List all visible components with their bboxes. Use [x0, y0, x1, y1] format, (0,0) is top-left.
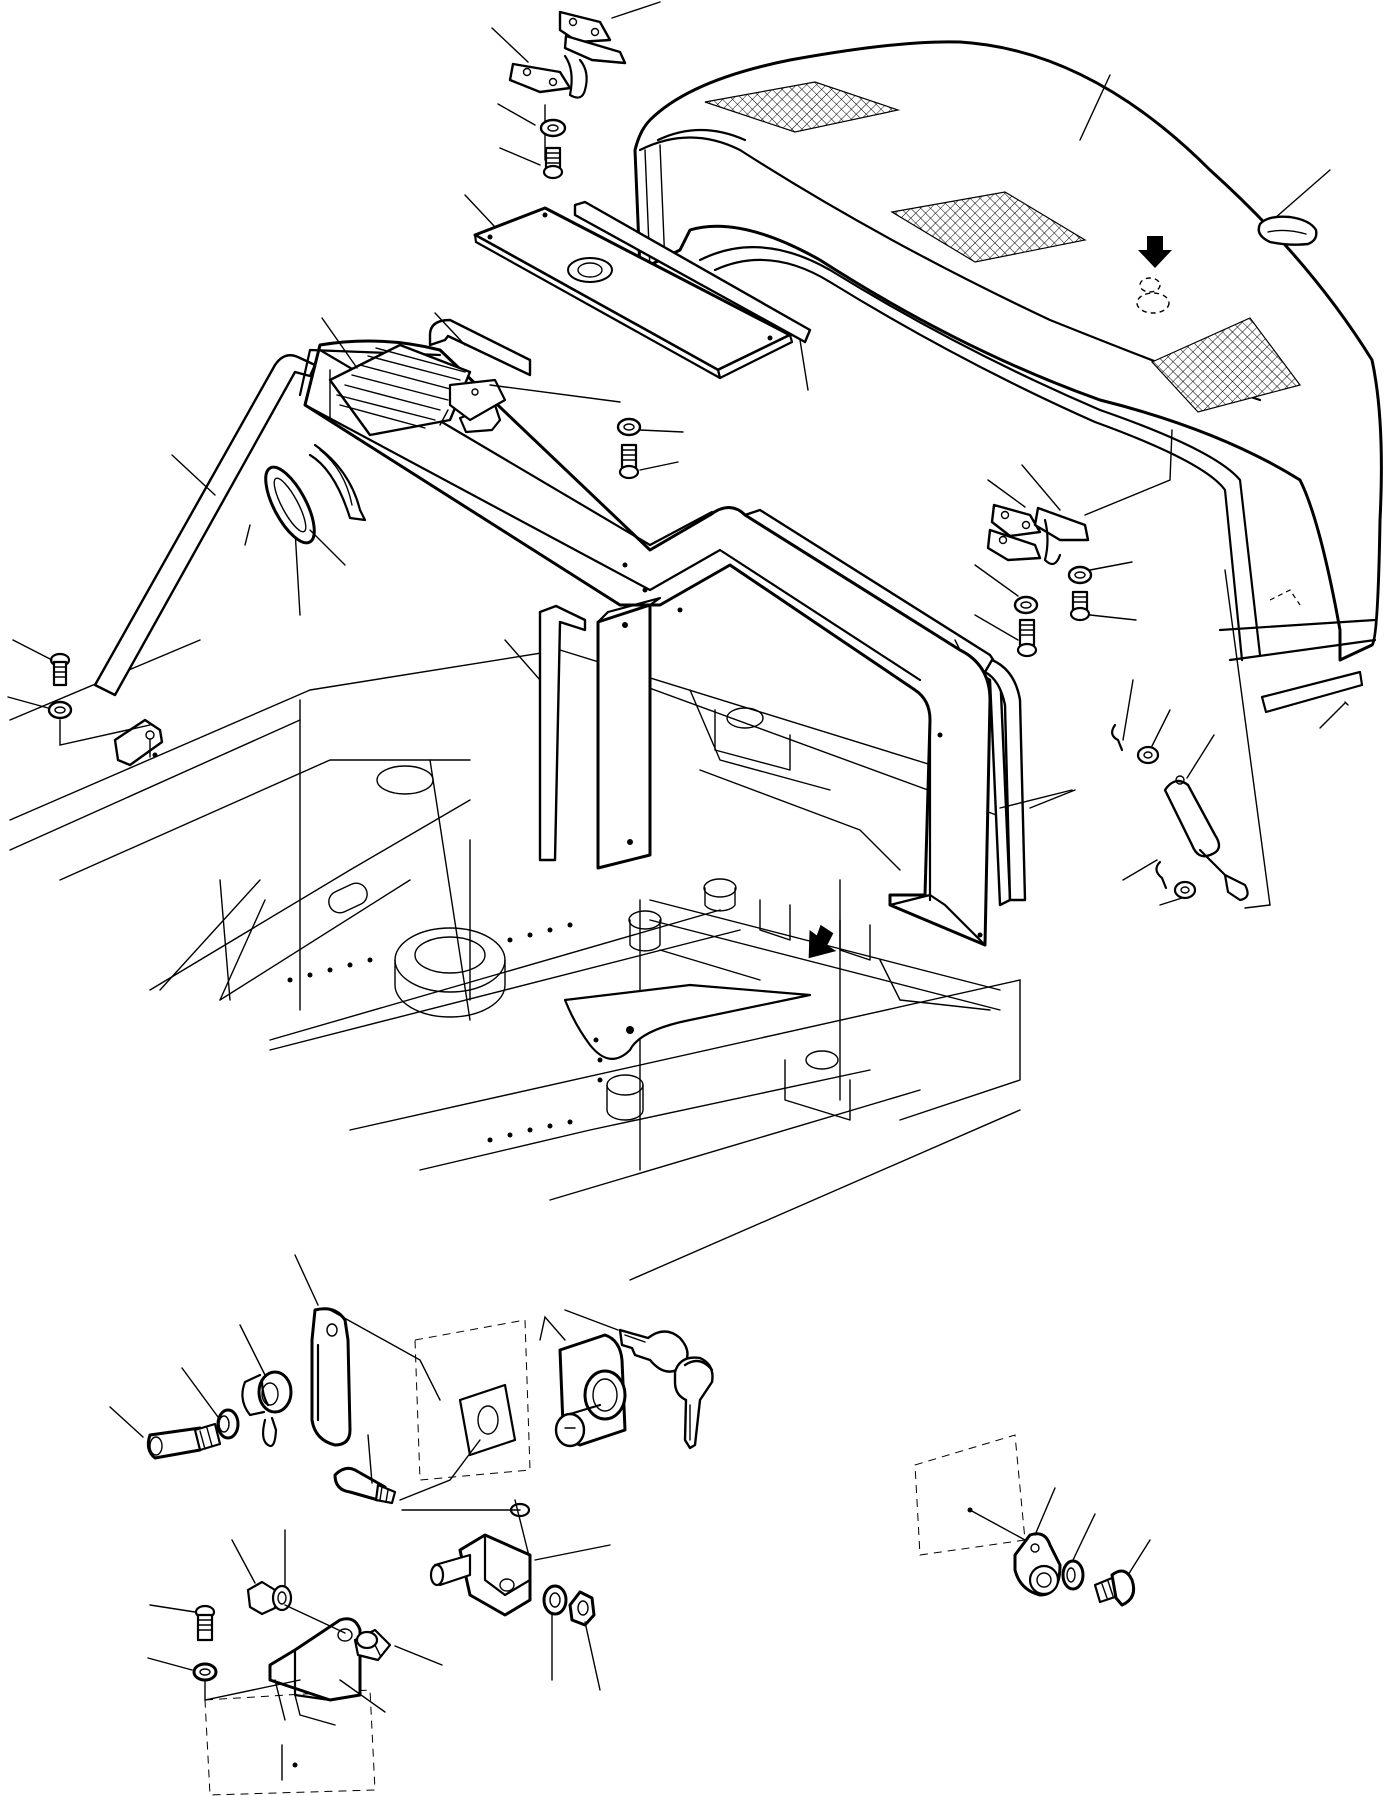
hinge-bracket-right [986, 429, 1173, 566]
keys [618, 1328, 714, 1450]
washer-right-a [1067, 565, 1093, 585]
cap-screw [146, 1422, 222, 1460]
gas-spring-strut [1111, 569, 1271, 906]
stay-bracket [204, 1617, 376, 1796]
base-sheet [204, 1689, 376, 1796]
top-cover-plate [473, 206, 794, 380]
nut-latch [568, 1590, 596, 1627]
washer-stay [192, 1662, 218, 1682]
washer-right-b [1013, 595, 1039, 615]
bolt-right-a [1069, 590, 1091, 622]
side-cover-panel [294, 339, 992, 947]
down-arrow-icon [808, 924, 837, 959]
bolt-right-b [1016, 618, 1038, 658]
washer-latch [542, 1584, 568, 1616]
mesh-vent-grille [704, 81, 901, 133]
lock-cylinder [554, 1333, 627, 1448]
mesh-vent-grille [1150, 317, 1302, 413]
latch [401, 1502, 532, 1617]
mesh-vent-grille [890, 191, 1087, 263]
hinge-bracket-top [508, 10, 627, 161]
nut-washer-stack-a [246, 1580, 293, 1616]
bracket-mid [448, 378, 621, 422]
grommet [264, 443, 367, 545]
spacer-bushing [241, 1370, 293, 1417]
carriage-bolt [333, 1466, 397, 1505]
frame-holes [287, 922, 603, 1143]
catch-detail [914, 1434, 1136, 1607]
bolt-mid [618, 443, 640, 480]
callout-leaders [7, 1, 1349, 1713]
washer-top [539, 118, 567, 138]
catch-eye [1013, 1532, 1062, 1597]
washer-catch [1061, 1559, 1085, 1591]
washer-left [47, 700, 73, 720]
washer-lock [216, 1408, 240, 1440]
catch-sheet [914, 1434, 1026, 1556]
left-stay [113, 524, 251, 767]
bolt-top [542, 146, 564, 180]
bolt-stay [194, 1604, 216, 1642]
bolt-catch [1093, 1569, 1136, 1607]
lock-details [146, 1307, 714, 1796]
engine-hood [633, 40, 1383, 714]
rear-strap-plate [596, 596, 662, 870]
stud-bolt [353, 1628, 392, 1662]
chassis-frame [9, 639, 1021, 1281]
washer-mid [616, 417, 642, 437]
loop-strap-with-hook [260, 1307, 352, 1448]
bolt-left [49, 652, 71, 687]
down-arrow-icon [1138, 236, 1172, 268]
